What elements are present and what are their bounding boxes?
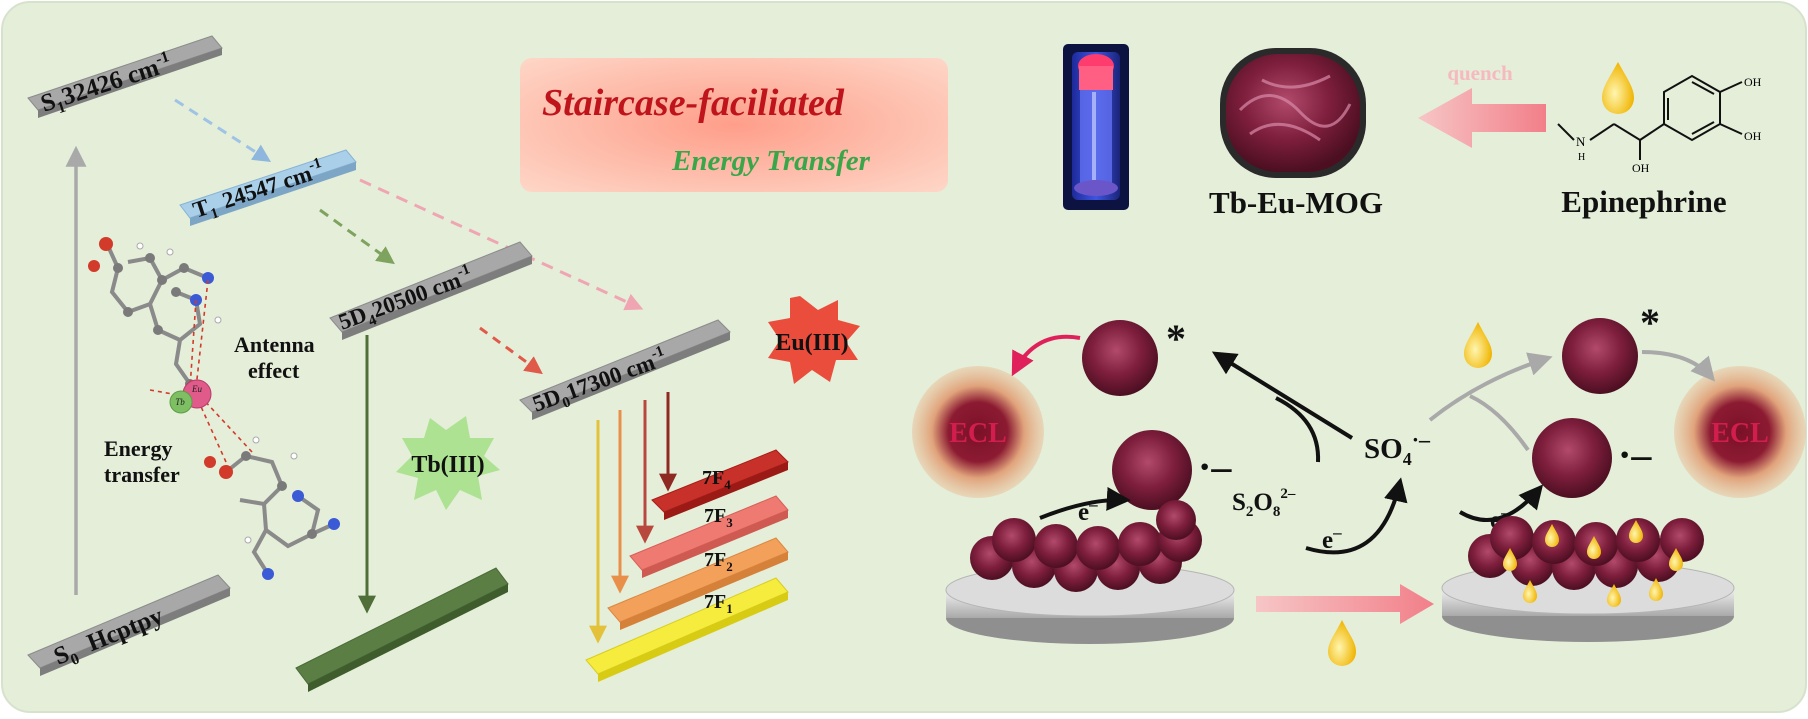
grey-path-up xyxy=(1428,352,1553,422)
mog-layer-right xyxy=(1468,516,1704,590)
drop-icon xyxy=(1602,62,1634,114)
f3-label: 7F3 xyxy=(704,505,733,530)
mog-radical-right xyxy=(1532,418,1612,498)
ecl-label-right: ECL xyxy=(1711,418,1769,449)
mog-excited-left xyxy=(1082,320,1158,396)
f-level-7f1 xyxy=(585,577,789,682)
emission-arrow-left xyxy=(1011,334,1081,377)
tb-star-badge xyxy=(396,416,500,510)
mog-label: Tb-Eu-MOG xyxy=(1209,185,1383,220)
electron-arrow-left xyxy=(1039,486,1131,520)
t1-to-d0-arrow xyxy=(359,178,644,311)
eu-ion-label: Eu(III) xyxy=(775,330,848,356)
energy-transfer-label-2: transfer xyxy=(104,462,180,487)
mog-layer-left xyxy=(970,500,1202,592)
antenna-label-2: effect xyxy=(248,358,300,383)
oh-top: OH xyxy=(1744,75,1762,89)
tb-ground-edge xyxy=(308,584,508,692)
f-level-7f4 xyxy=(651,449,789,520)
oh-right: OH xyxy=(1744,129,1762,143)
ecl-label-left: ECL xyxy=(949,418,1007,449)
title-glow xyxy=(520,58,948,192)
amine-h: H xyxy=(1578,152,1585,163)
f-level-7f3 xyxy=(629,495,789,578)
electron-arrow-mid xyxy=(1305,477,1408,555)
analyte-label: Epinephrine xyxy=(1561,184,1726,219)
radical-mark-left: ·– xyxy=(1198,444,1232,489)
eu-star-badge xyxy=(768,296,860,384)
oxidation-arrow xyxy=(1211,351,1354,440)
tb-atom-label: Tb xyxy=(175,397,185,407)
excited-star-right: * xyxy=(1640,300,1660,345)
epinephrine-structure xyxy=(1557,74,1743,160)
mog-excited-right xyxy=(1562,318,1638,394)
persulfate-label: S2O82– xyxy=(1232,486,1296,520)
electron-label-right: e– xyxy=(1490,503,1510,534)
electron-label-mid: e– xyxy=(1322,523,1342,554)
d0-level-edge xyxy=(532,332,730,420)
f-level-7f2 xyxy=(607,537,789,630)
excited-star-left: * xyxy=(1166,316,1186,361)
radical-mark-right: ·– xyxy=(1618,432,1652,477)
energy-transfer-label-1: Energy xyxy=(104,436,172,461)
electron-arrow-right xyxy=(1458,484,1544,522)
epinephrine-drops-on-electrode xyxy=(1503,520,1683,607)
oxidation-join xyxy=(1275,396,1321,463)
oh-bottom: OH xyxy=(1632,161,1650,175)
mog-radical-left xyxy=(1112,430,1192,510)
title-line-2: Energy Transfer xyxy=(671,145,871,177)
s1-level-edge xyxy=(38,48,222,118)
t1-to-d4-arrow xyxy=(319,208,395,265)
quench-arrow xyxy=(1418,88,1546,148)
t1-level-edge xyxy=(190,162,356,226)
s0-level-edge xyxy=(40,588,230,676)
drop-icon-mid xyxy=(1464,322,1492,368)
f4-label: 7F4 xyxy=(702,467,731,492)
d4-to-d0-arrow xyxy=(479,326,543,375)
f2-label: 7F2 xyxy=(704,549,733,574)
title-line-1: Staircase-faciliated xyxy=(542,82,845,124)
isc-arrow xyxy=(174,98,272,162)
electron-label-left: e– xyxy=(1078,495,1098,526)
eu-atom-label: Eu xyxy=(191,384,202,394)
mog-sem-image xyxy=(1220,48,1366,178)
tb-atom xyxy=(169,390,193,414)
grey-path-ecl xyxy=(1641,350,1716,382)
ecl-glow-left xyxy=(912,366,1044,498)
f1-label: 7F1 xyxy=(704,591,733,616)
amine-n: N xyxy=(1576,134,1586,149)
tb-ion-label: Tb(III) xyxy=(411,452,484,478)
electrode-transfer-arrow xyxy=(1256,584,1434,624)
drop-icon-bottom xyxy=(1328,620,1356,666)
grey-path-down xyxy=(1469,394,1530,452)
quench-label: quench xyxy=(1447,61,1513,85)
antenna-label-1: Antenna xyxy=(234,332,315,357)
ecl-glow-right xyxy=(1674,366,1806,498)
sulfate-radical-label: SO4·– xyxy=(1364,427,1431,469)
gel-vial-photo xyxy=(1063,44,1129,210)
d4-level-edge xyxy=(342,256,532,340)
